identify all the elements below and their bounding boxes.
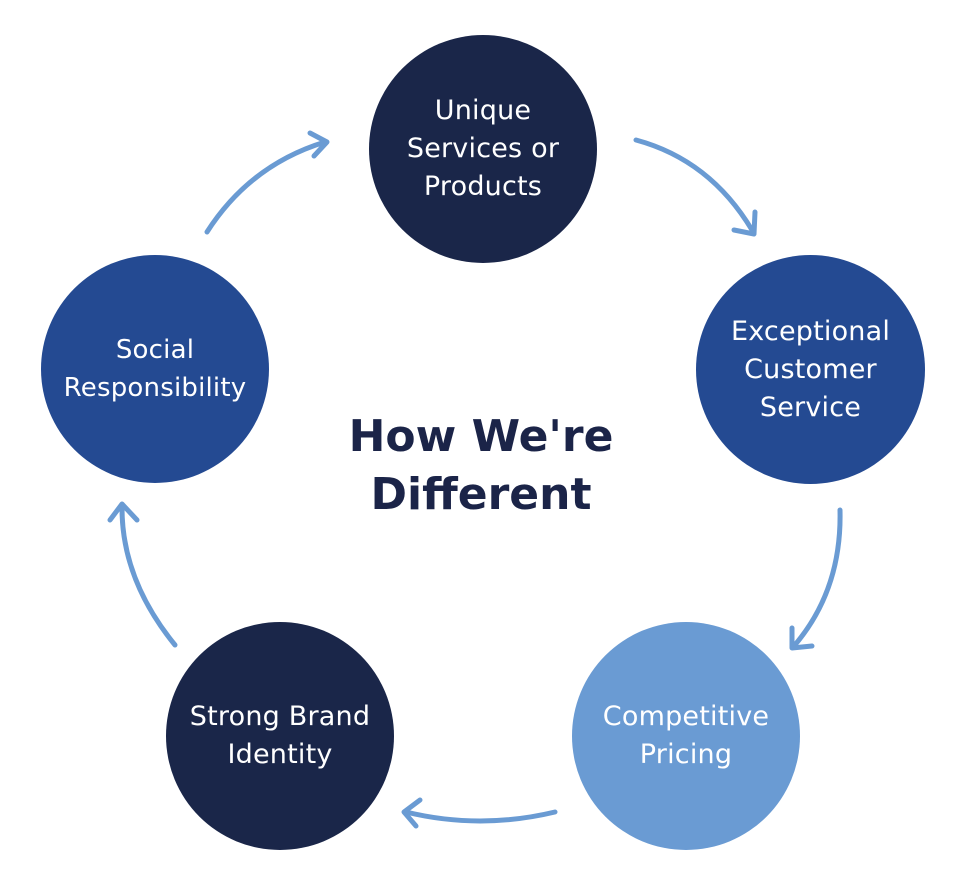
- node-label: Competitive Pricing: [602, 701, 770, 770]
- node-label: Social Responsibility: [63, 335, 247, 403]
- node-unique-services: Unique Services or Products: [369, 35, 597, 263]
- arrow-unique-to-service: [633, 137, 755, 233]
- arrow-brand-to-social: [119, 505, 178, 648]
- node-label: Strong Brand Identity: [189, 701, 371, 770]
- arrowhead-brand-to-social: [107, 501, 140, 523]
- node-label: Unique Services or Products: [406, 95, 560, 202]
- arrow-pricing-to-brand: [403, 809, 558, 824]
- node-customer-service: Exceptional Customer Service: [696, 255, 925, 484]
- arrowhead-unique-to-service: [731, 209, 758, 237]
- arrowhead-social-to-unique: [307, 130, 330, 159]
- arrow-social-to-unique: [204, 139, 328, 235]
- node-competitive-pricing: Competitive Pricing: [572, 622, 800, 850]
- center-title: How We're Different: [348, 411, 614, 520]
- arrowhead-pricing-to-brand: [401, 797, 423, 829]
- node-label: Exceptional Customer Service: [730, 315, 891, 423]
- arrow-service-to-pricing: [791, 507, 843, 649]
- node-social-responsibility: Social Responsibility: [41, 255, 269, 483]
- node-brand-identity: Strong Brand Identity: [166, 622, 394, 850]
- arrowhead-service-to-pricing: [789, 625, 815, 651]
